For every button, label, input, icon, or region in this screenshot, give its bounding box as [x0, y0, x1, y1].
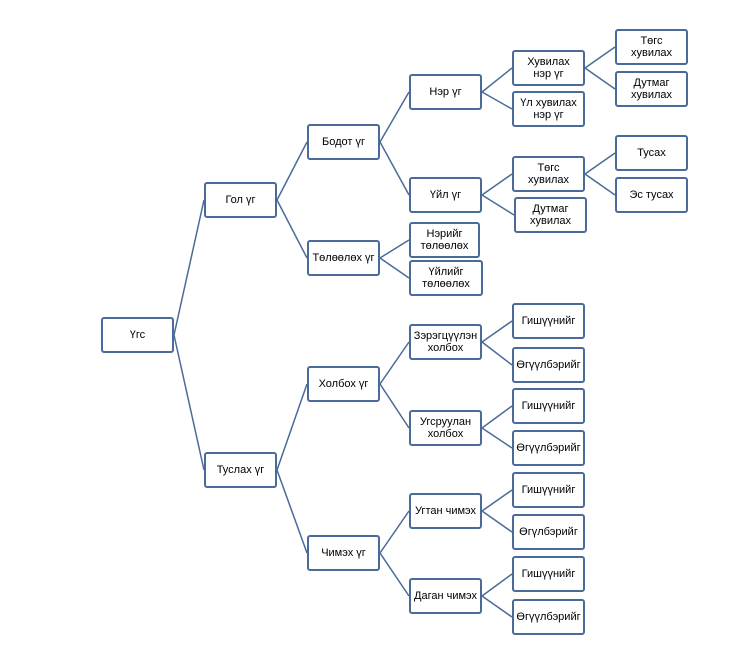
- node-dutmag-huvilah-uil: Дутмаг хувилах: [514, 197, 587, 233]
- connector-line: [584, 67, 616, 90]
- connector-line: [584, 152, 616, 175]
- node-chimekh: Чимэх үг: [307, 535, 380, 571]
- connector-line: [276, 141, 308, 201]
- node-tugs-huvilah-uil: Төгс хувилах: [512, 156, 585, 192]
- node-ner: Нэр үг: [409, 74, 482, 110]
- connector-line: [481, 194, 515, 216]
- connector-line: [481, 91, 513, 110]
- node-ugsruulan-uguulberiig: Өгүүлбэрийг: [512, 430, 585, 466]
- node-uiliig-tuluulukh: Үйлийг төлөөлөх: [409, 260, 483, 296]
- node-neriig-tuluulukh: Нэрийг төлөөлөх: [409, 222, 480, 258]
- node-bodot: Бодот үг: [307, 124, 380, 160]
- node-zeregtsuulen-gishuuniig: Гишүүнийг: [512, 303, 585, 339]
- connector-line: [173, 334, 205, 471]
- node-tusah: Тусах: [615, 135, 688, 171]
- node-holboh: Холбох үг: [307, 366, 380, 402]
- connector-line: [481, 173, 513, 196]
- node-zeregtsuulen: Зэрэгцүүлэн холбох: [409, 324, 482, 360]
- node-ugtan-uguulberiig: Өгүлбэрийг: [512, 514, 585, 550]
- connector-line: [276, 469, 308, 554]
- connector-line: [481, 67, 513, 93]
- connector-line: [584, 173, 616, 196]
- node-dagan-gishuuniig: Гишүүнийг: [512, 556, 585, 592]
- node-ugsruulan: Угсруулан холбох: [409, 410, 482, 446]
- node-ugsruulan-gishuuniig: Гишүүнийг: [512, 388, 585, 424]
- node-ugtan-gishuuniig: Гишүүнийг: [512, 472, 585, 508]
- node-ugtan: Угтан чимэх: [409, 493, 482, 529]
- connector-line: [481, 320, 513, 343]
- connector-line: [584, 46, 616, 69]
- connector-line: [481, 573, 513, 597]
- connector-line: [379, 341, 410, 385]
- node-es-tusah: Эс тусах: [615, 177, 688, 213]
- connector-line: [481, 595, 513, 618]
- connector-line: [481, 427, 513, 449]
- node-dutmag-huvilah: Дутмаг хувилах: [615, 71, 688, 107]
- node-ul-huvilah: Үл хувилах нэр үг: [512, 91, 585, 127]
- node-tuslah: Туслах үг: [204, 452, 277, 488]
- node-uil: Үйл үг: [409, 177, 482, 213]
- node-zeregtsuulen-uguulberiig: Өгүүлбэрийг: [512, 347, 585, 383]
- node-tugs-huvilah: Төгс хувилах: [615, 29, 688, 65]
- node-root: Үгс: [101, 317, 174, 353]
- connector-line: [379, 552, 410, 597]
- connector-line: [481, 510, 513, 533]
- node-gol: Гол үг: [204, 182, 277, 218]
- connector-line: [276, 199, 308, 259]
- connector-line: [379, 257, 410, 279]
- connector-line: [276, 383, 308, 471]
- node-huvilah-ner: Хувилах нэр үг: [512, 50, 585, 86]
- node-dagan: Даган чимэх: [409, 578, 482, 614]
- connector-line: [379, 91, 410, 143]
- connector-line: [173, 199, 205, 336]
- connector-line: [481, 405, 513, 429]
- node-tuluulukh: Төлөөлөх үг: [307, 240, 380, 276]
- connector-line: [379, 239, 410, 259]
- node-dagan-uguulberiig: Өгүүлбэрийг: [512, 599, 585, 635]
- connector-line: [379, 510, 410, 554]
- connector-line: [379, 141, 410, 196]
- connector-line: [379, 383, 410, 429]
- connector-line: [481, 489, 513, 512]
- connector-line: [481, 341, 513, 366]
